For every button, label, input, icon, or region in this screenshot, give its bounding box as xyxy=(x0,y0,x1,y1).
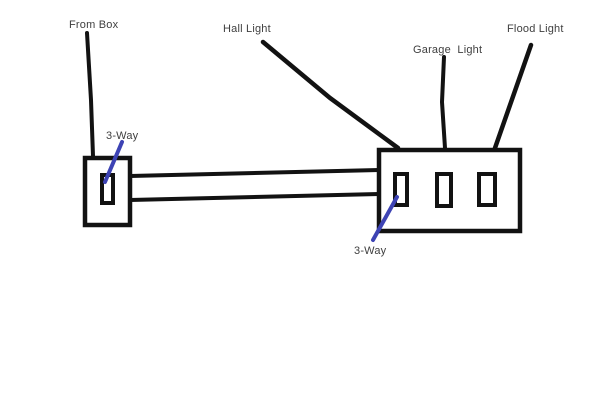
label-three-way-lower: 3-Way xyxy=(354,245,387,257)
garage-light-leader-line xyxy=(439,55,447,150)
hall-light-leader-line xyxy=(260,39,401,151)
label-three-way-upper: 3-Way xyxy=(106,130,139,142)
from-box-leader-line xyxy=(85,31,95,158)
right-switch-toggle-garage xyxy=(435,172,453,208)
label-hall-light: Hall Light xyxy=(223,23,271,35)
three-way-lower-pointer-line xyxy=(371,195,399,242)
left-switch-box xyxy=(82,155,133,228)
label-from-box: From Box xyxy=(69,19,119,31)
label-flood-light: Flood Light xyxy=(507,23,564,35)
right-switch-toggle-flood xyxy=(477,172,497,207)
three-way-upper-pointer-line xyxy=(103,140,124,184)
flood-light-leader-line xyxy=(492,42,534,151)
label-garage-light: Garage Light xyxy=(413,44,483,56)
wire-run-upper xyxy=(129,168,380,178)
wire-run-lower xyxy=(129,192,380,202)
